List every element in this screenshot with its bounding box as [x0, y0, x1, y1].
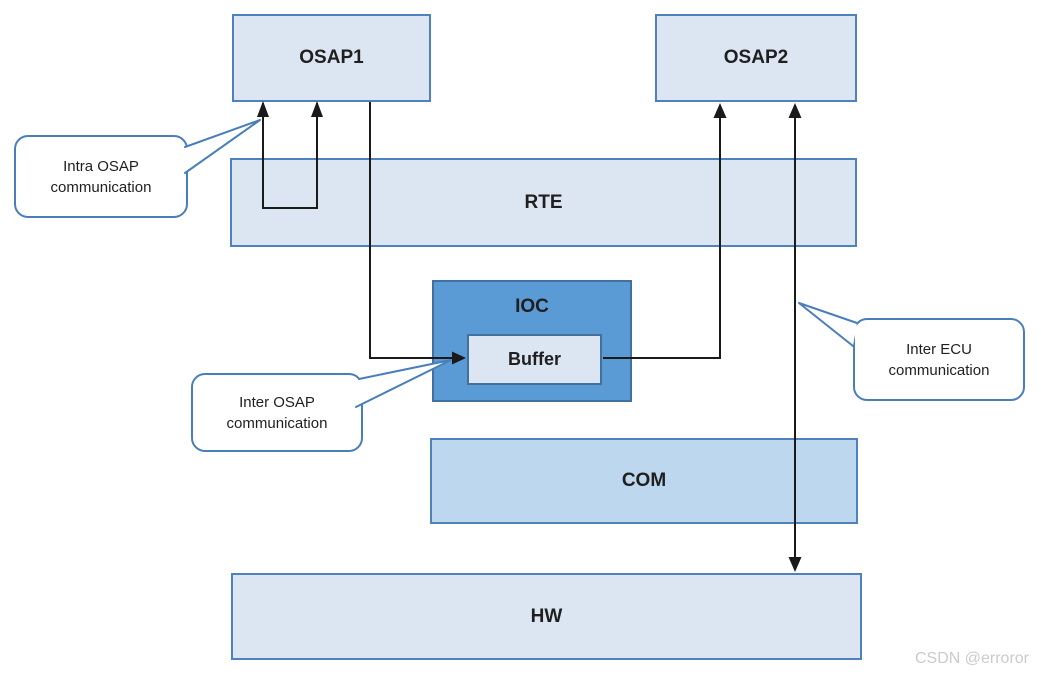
intra-osap-callout-line2: communication — [50, 178, 152, 196]
buffer-box: Buffer — [467, 334, 602, 385]
hw-label: HW — [530, 605, 563, 627]
buffer-label: Buffer — [508, 349, 561, 369]
osap2-label: OSAP2 — [723, 47, 789, 68]
osap1-box: OSAP1 — [232, 14, 431, 102]
hw-bar: HW — [231, 573, 862, 660]
inter-ecu-callout-line2: communication — [888, 361, 990, 379]
rte-bar: RTE — [230, 158, 857, 247]
osap1-label: OSAP1 — [299, 47, 364, 68]
watermark-text: CSDN @erroror — [914, 650, 1029, 667]
ioc-label: IOC — [515, 296, 549, 317]
intra-osap-callout: Intra OSAP communication — [14, 135, 188, 218]
inter-osap-callout-line2: communication — [226, 414, 328, 432]
com-bar: COM — [430, 438, 858, 524]
inter-ecu-callout-tail — [798, 302, 858, 347]
inter-ecu-callout-line1: Inter ECU — [906, 340, 972, 358]
inter-osap-callout: Inter OSAP communication — [191, 373, 363, 452]
inter-ecu-callout: Inter ECU communication — [853, 318, 1025, 401]
inter-osap-callout-line1: Inter OSAP — [239, 393, 315, 411]
osap2-box: OSAP2 — [655, 14, 857, 102]
rte-label: RTE — [524, 191, 563, 213]
com-label: COM — [621, 470, 667, 491]
intra-osap-callout-line1: Intra OSAP — [63, 157, 139, 175]
